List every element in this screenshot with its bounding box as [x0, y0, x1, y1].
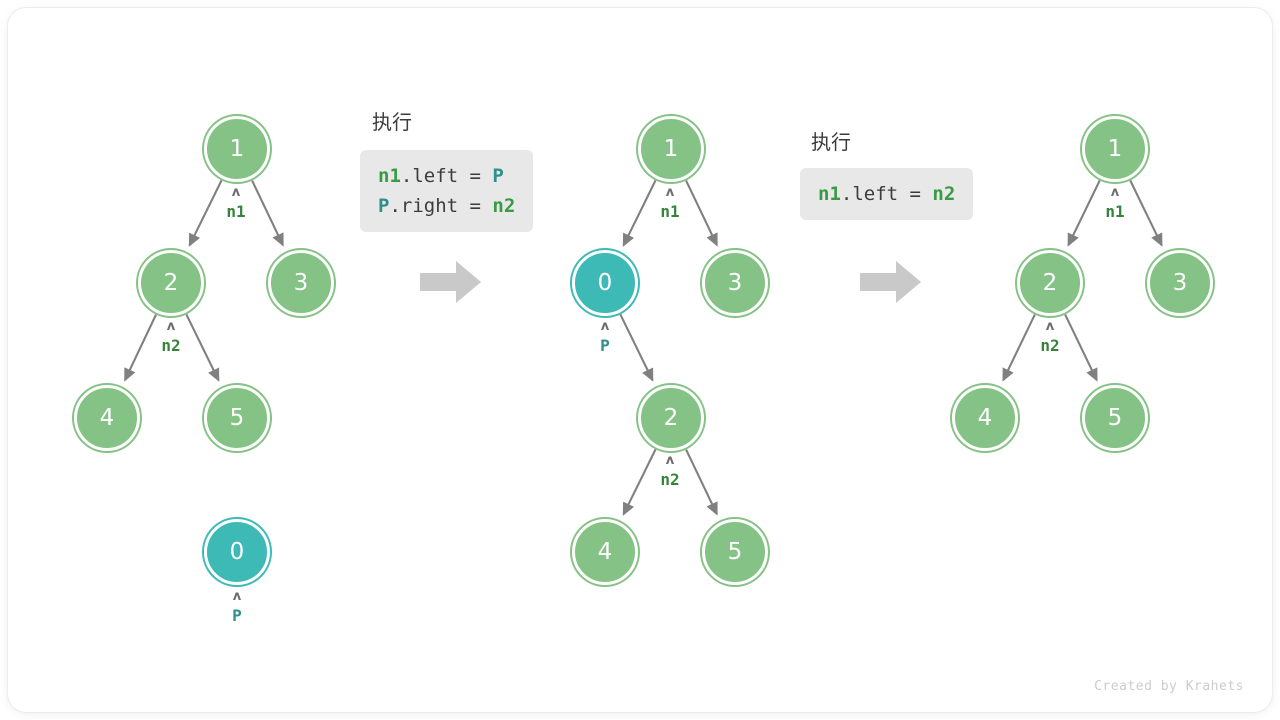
- code-token: n1: [818, 183, 841, 205]
- pointer-name: P: [600, 336, 610, 355]
- exec-label: 执行: [811, 130, 851, 154]
- tree-node-5: 5: [1082, 385, 1148, 451]
- tree-node-4: 4: [952, 385, 1018, 451]
- pointer-caret-icon: ʌ: [600, 319, 610, 334]
- code-token: n2: [932, 183, 956, 205]
- pointer-label-n1: ʌ n1: [1075, 185, 1155, 221]
- code-line: n1.left = P: [378, 161, 515, 191]
- tree-node-2: 2: [1017, 250, 1083, 316]
- tree-node-2: 2: [138, 250, 204, 316]
- code-token: .left =: [840, 183, 933, 205]
- tree-node-0: 0: [572, 250, 638, 316]
- code-token: .left =: [400, 165, 493, 187]
- pointer-name: n1: [660, 202, 680, 221]
- pointer-label-n1: ʌ n1: [196, 185, 276, 221]
- exec-label: 执行: [372, 110, 412, 134]
- pointer-name: n2: [161, 336, 181, 355]
- pointer-caret-icon: ʌ: [665, 185, 675, 200]
- code-token: P: [492, 165, 504, 187]
- tree-node-1: 1: [1082, 116, 1148, 182]
- tree-node-5: 5: [702, 519, 768, 585]
- credit-text: Created by Krahets: [1094, 679, 1244, 694]
- pointer-caret-icon: ʌ: [166, 319, 176, 334]
- code-token: n2: [492, 195, 516, 217]
- transition-arrow-2: [860, 260, 922, 304]
- pointer-label-n2: ʌ n2: [630, 453, 710, 489]
- tree-node-0: 0: [204, 519, 270, 585]
- tree-node-4: 4: [74, 385, 140, 451]
- pointer-caret-icon: ʌ: [232, 589, 242, 604]
- code-token: P: [378, 195, 390, 217]
- code-line: P.right = n2: [378, 191, 515, 221]
- pointer-caret-icon: ʌ: [1110, 185, 1120, 200]
- pointer-label-n2: ʌ n2: [131, 319, 211, 355]
- tree-node-3: 3: [1147, 250, 1213, 316]
- tree-node-2: 2: [638, 385, 704, 451]
- code-token: n1: [378, 165, 401, 187]
- code-token: .right =: [389, 195, 493, 217]
- tree-node-1: 1: [204, 116, 270, 182]
- pointer-name: n1: [226, 202, 246, 221]
- pointer-name: n1: [1105, 202, 1125, 221]
- transition-arrow-1: [420, 260, 482, 304]
- tree-node-4: 4: [572, 519, 638, 585]
- tree-node-1: 1: [638, 116, 704, 182]
- tree-node-3: 3: [702, 250, 768, 316]
- tree-node-3: 3: [268, 250, 334, 316]
- tree-node-5: 5: [204, 385, 270, 451]
- pointer-label-n2: ʌ n2: [1010, 319, 1090, 355]
- code-line: n1.left = n2: [818, 179, 955, 209]
- pointer-name: n2: [660, 470, 680, 489]
- pointer-caret-icon: ʌ: [1045, 319, 1055, 334]
- pointer-caret-icon: ʌ: [231, 185, 241, 200]
- pointer-name: n2: [1040, 336, 1060, 355]
- pointer-label-n1: ʌ n1: [630, 185, 710, 221]
- pointer-name: P: [232, 606, 242, 625]
- pointer-caret-icon: ʌ: [665, 453, 675, 468]
- code-box: n1.left = n2: [800, 168, 974, 220]
